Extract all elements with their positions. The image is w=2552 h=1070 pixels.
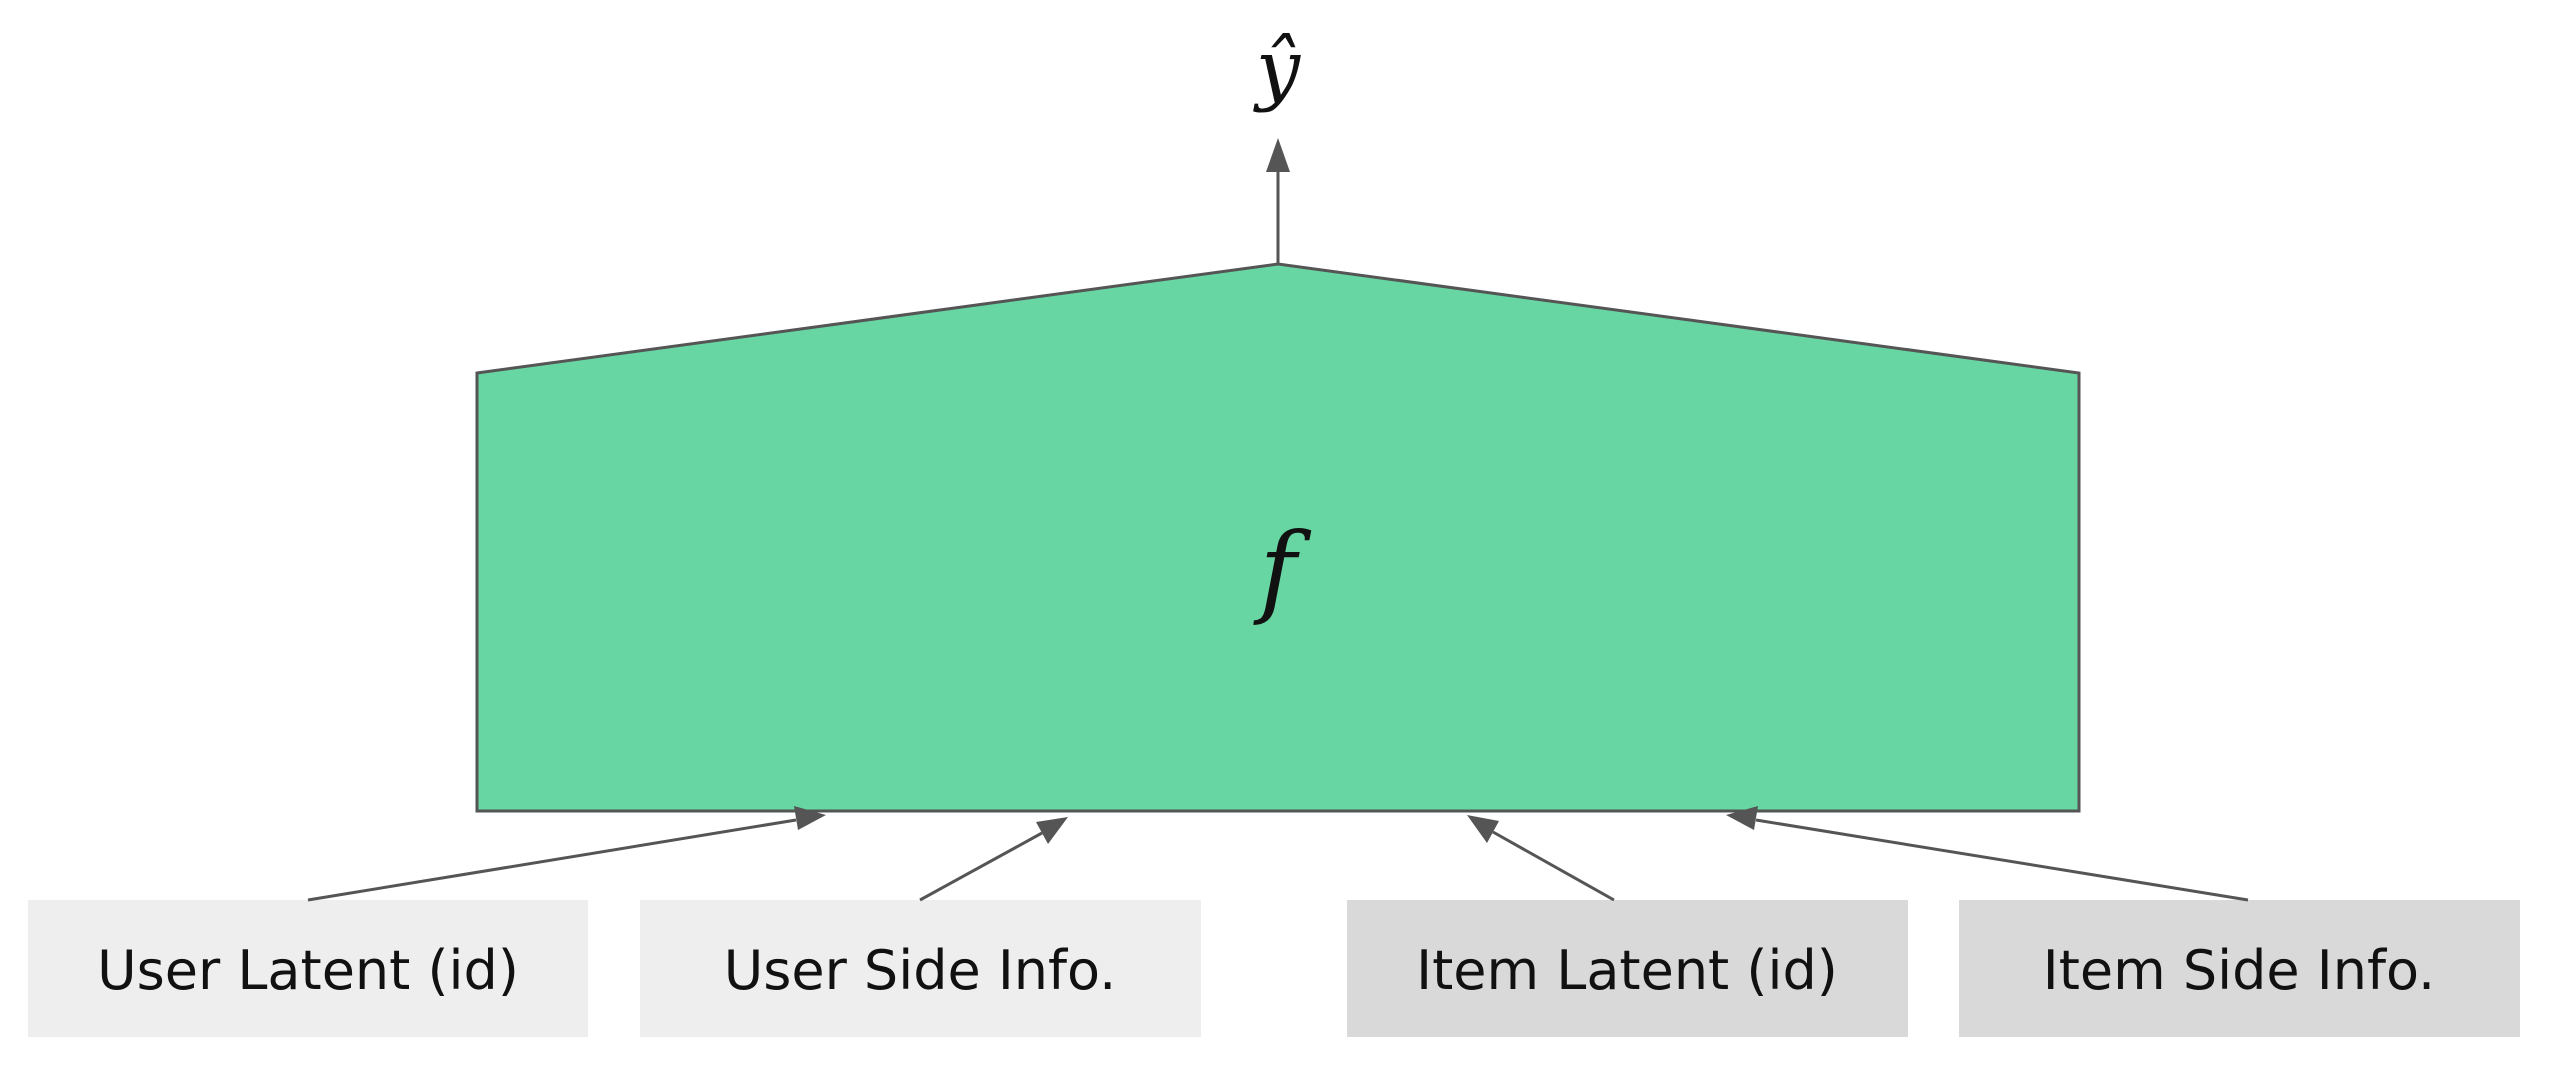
arrowhead-user-latent — [794, 806, 826, 830]
model-function-block — [475, 262, 2081, 813]
input-label-item-latent: Item Latent (id) — [1416, 939, 1838, 1002]
arrowhead-user-side-info — [1036, 817, 1068, 844]
input-box-item-side-info — [1959, 900, 2520, 1037]
input-box-user-latent — [28, 900, 588, 1037]
input-label-user-latent: User Latent (id) — [97, 939, 519, 1002]
output-arrowhead — [1266, 138, 1290, 172]
input-box-user-side-info — [640, 900, 1201, 1037]
arrowhead-item-side-info — [1726, 806, 1758, 830]
output-label: ŷ — [1253, 24, 1301, 114]
arrowhead-item-latent — [1467, 815, 1499, 843]
arrow-item-latent — [1492, 830, 1615, 902]
input-label-user-side-info: User Side Info. — [724, 939, 1117, 1002]
input-box-item-latent — [1347, 900, 1908, 1037]
arrow-user-latent — [307, 818, 797, 902]
arrow-item-side-info — [1755, 818, 2249, 902]
arrow-user-side-info — [919, 831, 1043, 902]
input-label-item-side-info: Item Side Info. — [2043, 939, 2435, 1002]
